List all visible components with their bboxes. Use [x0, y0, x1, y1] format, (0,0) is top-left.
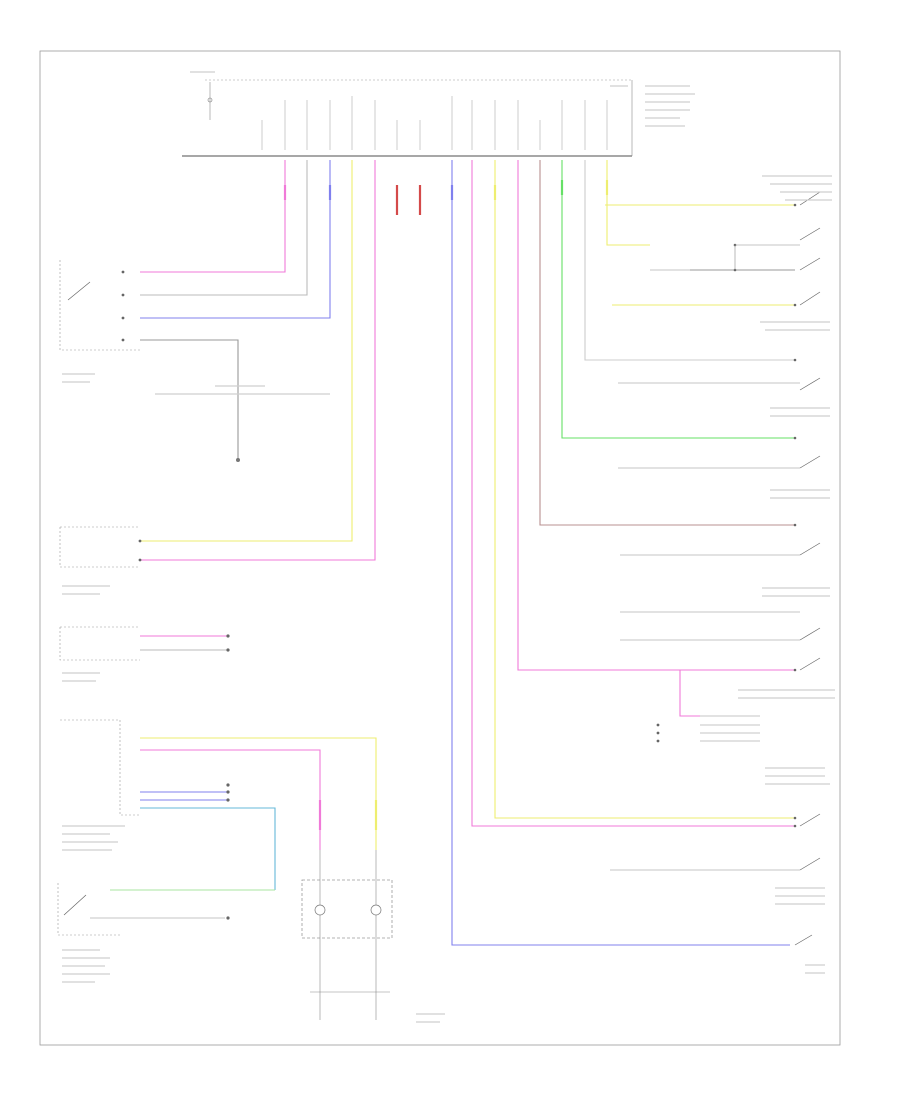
wire-rcm-bluegreen: [140, 807, 276, 890]
wire-rcm-yellow: [140, 737, 377, 850]
indicator-lamp-1: [314, 904, 326, 916]
buckle-switch: [57, 883, 230, 936]
module-fuse: [207, 97, 213, 103]
ignition-switch: [59, 260, 140, 351]
right-connector-dots: [656, 203, 797, 828]
unreadable-label-marks: [62, 71, 835, 1023]
hazard-switch: [59, 626, 230, 661]
cluster-connector-pins: [318, 800, 378, 830]
wire-ignition-start: [140, 160, 308, 296]
wire-green: [561, 160, 795, 439]
wire-park-brake: [451, 160, 790, 946]
indicator-lamp-2: [370, 904, 382, 916]
right-splice-lines: [610, 244, 800, 871]
restraint-control-module: [60, 719, 230, 816]
wire-ignition-ground: [140, 339, 239, 460]
wire-yellow-top: [606, 160, 650, 246]
diagram-frame: [39, 50, 841, 1046]
wire-turn-right: [140, 160, 353, 542]
wire-pink-branch: [679, 670, 700, 717]
wire-door-pink-long: [471, 160, 795, 827]
multifunction-switch: [59, 526, 142, 568]
wiring: [110, 160, 795, 946]
door-ajar-switches: [794, 191, 821, 946]
module-pin-labels: [261, 96, 608, 150]
instrument-cluster: [301, 850, 393, 1020]
wire-ignition-run: [140, 160, 286, 273]
wire-turn-left: [140, 160, 376, 561]
wire-ignition-acc: [140, 160, 331, 319]
module-connector-pins: [283, 180, 609, 215]
ground-symbol-ignition: [236, 458, 240, 462]
wire-pink-mid: [517, 160, 795, 671]
body-control-module: [182, 79, 633, 157]
wire-door-yellow-long: [494, 160, 795, 819]
wire-gray-door: [584, 160, 795, 361]
wire-brown: [539, 160, 795, 526]
